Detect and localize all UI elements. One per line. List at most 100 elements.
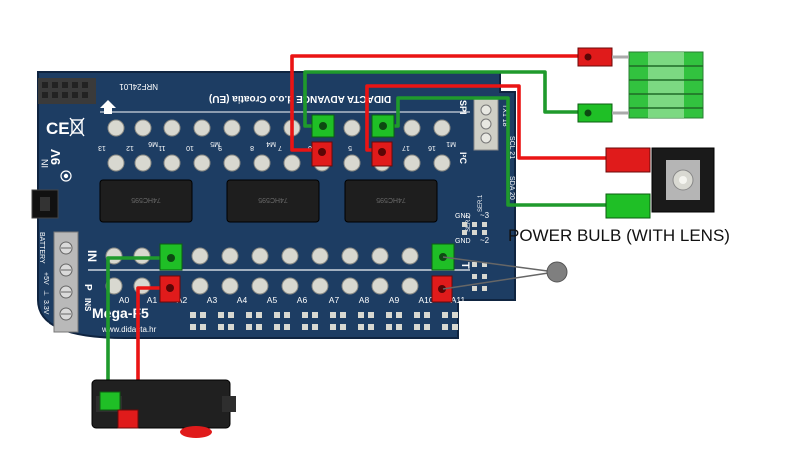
bottom-pad <box>424 324 430 330</box>
row-right-mark: T <box>459 262 471 269</box>
nrf-header-pins <box>42 82 88 98</box>
top-pin-number: 5 <box>348 144 352 151</box>
power-in-label: IN <box>40 159 50 168</box>
m4-label: M4 <box>266 140 276 147</box>
button-knob <box>546 261 568 283</box>
row-ins-label: INS <box>83 298 92 312</box>
battery-33v-label: 3.3V <box>42 300 49 315</box>
nrf-label: NRF24L01 <box>119 82 158 91</box>
servo-horn <box>180 426 212 438</box>
bottom-pin-lower <box>401 277 419 295</box>
top-pin-number: 16 <box>428 144 436 151</box>
bottom-pad <box>274 312 280 318</box>
analog-label: A1 <box>147 295 158 305</box>
connector-green-top-1-pin <box>319 122 327 130</box>
bottom-pad <box>414 324 420 330</box>
bottom-pin-upper <box>401 247 419 265</box>
bottom-pad <box>368 312 374 318</box>
servo-tab-right <box>222 396 236 412</box>
bottom-pin-lower <box>221 277 239 295</box>
servo-green-connector <box>99 391 121 411</box>
top-pin-lower <box>193 154 211 172</box>
row-in-label: IN <box>85 250 99 262</box>
m1-label: M1 <box>446 140 456 147</box>
spi-label: SPI <box>458 100 468 115</box>
bottom-pad <box>386 324 392 330</box>
arrow-down-icon <box>100 100 116 114</box>
bottom-pads <box>190 312 458 330</box>
top-pin-lower <box>343 154 361 172</box>
chip-2: 74HC595 <box>226 179 320 223</box>
power-bulb-module <box>605 147 715 219</box>
bottom-pad <box>218 312 224 318</box>
top-pin-number: 17 <box>402 144 410 151</box>
battery-gnd-label-2: ⊥ <box>42 320 49 326</box>
bottom-pad <box>452 312 458 318</box>
bottom-pad <box>246 312 252 318</box>
top-pin <box>403 119 421 137</box>
top-pin-row-lower <box>107 154 451 172</box>
bottom-pin-upper <box>281 247 299 265</box>
bottom-pin-upper <box>221 247 239 265</box>
bottom-pin-upper <box>251 247 269 265</box>
top-pin <box>134 119 152 137</box>
bulb-red-connector <box>605 147 651 173</box>
solar-red-wire <box>290 54 586 152</box>
top-pin-number: 11 <box>158 144 165 151</box>
connector-green-servo-pin <box>167 254 175 262</box>
analog-label: A5 <box>267 295 278 305</box>
top-pin <box>433 119 451 137</box>
bottom-pin-lower <box>341 277 359 295</box>
analog-label: A6 <box>297 295 308 305</box>
dc-jack-hole <box>40 197 50 211</box>
gnd-label-1: GND <box>455 213 471 220</box>
bottom-pad <box>442 312 448 318</box>
top-pin <box>223 119 241 137</box>
top-pin <box>343 119 361 137</box>
chip-1-label: 74HC595 <box>131 196 161 203</box>
bottom-pin-upper <box>133 247 151 265</box>
analog-label: A11 <box>451 295 466 305</box>
board-url-label: www.didacta.hr <box>101 325 157 334</box>
ser1-label: SER.1 <box>478 194 484 212</box>
bottom-pad <box>396 312 402 318</box>
bulb-red-wire <box>365 84 613 160</box>
top-pin-lower <box>163 154 181 172</box>
scl-label: SCL 21 <box>508 136 515 159</box>
connector-green-top-2-pin <box>379 122 387 130</box>
bottom-pad <box>330 324 336 330</box>
bottom-pin-lower <box>371 277 389 295</box>
bottom-pin-lower <box>311 277 329 295</box>
solar-green-wire <box>303 70 588 128</box>
bottom-pad <box>274 324 280 330</box>
top-pin <box>107 119 125 137</box>
top-pin-number: 12 <box>126 144 134 151</box>
top-pin-lower <box>107 154 125 172</box>
solar-panel-center <box>648 52 684 118</box>
top-pin-lower <box>223 154 241 172</box>
servo-red-connector <box>117 409 139 429</box>
bottom-pad <box>358 312 364 318</box>
m5-label: M5 <box>210 140 220 147</box>
analog-label: A2 <box>177 295 188 305</box>
top-pin-number: 10 <box>186 144 194 151</box>
bottom-pad <box>302 312 308 318</box>
bottom-pad <box>190 324 196 330</box>
company-label: DIDACTA ADVANCE d.o.o Croatia (EU) <box>209 93 391 104</box>
bottom-pad <box>414 312 420 318</box>
tx-label: TX1 18 <box>501 104 508 127</box>
bottom-pad <box>368 324 374 330</box>
bottom-pad <box>312 312 318 318</box>
bottom-pin-lower <box>281 277 299 295</box>
ce-mark-icon: CE <box>46 119 70 138</box>
bottom-pad <box>396 324 402 330</box>
board-connectors <box>159 114 455 303</box>
top-pin-number: 6 <box>308 144 312 151</box>
top-pin-lower <box>403 154 421 172</box>
bottom-pad <box>190 312 196 318</box>
bottom-pad <box>246 324 252 330</box>
top-pin <box>253 119 271 137</box>
bulb-caption: POWER BULB (WITH LENS) <box>508 226 730 245</box>
analog-label: A9 <box>389 295 400 305</box>
chip-3-label: 74HC595 <box>376 196 406 203</box>
